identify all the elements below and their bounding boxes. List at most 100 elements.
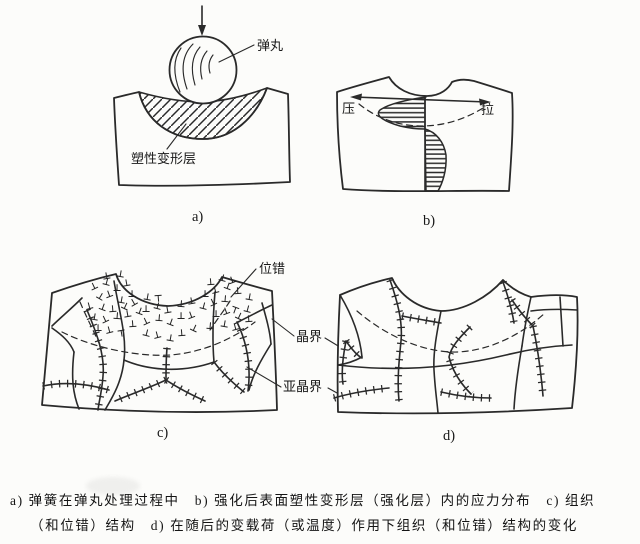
dislocation-mark: ⊥ [233, 310, 246, 324]
dislocation-mark: ⊥ [94, 323, 103, 334]
substrate-block-c [41, 273, 278, 413]
subgrain-boundaries-d [332, 278, 547, 402]
dislocation-mark: ⊥ [233, 286, 243, 298]
diagram-canvas: 弹丸 塑性变形层 a) 压 拉 b) [41, 5, 579, 444]
dislocation-mark: ⊥ [119, 300, 132, 314]
panel-a-tag: a) [192, 209, 203, 225]
dislocation-mark: ⊥ [207, 296, 220, 310]
panel-d: d) [332, 277, 579, 444]
panel-b: 压 拉 b) [336, 76, 514, 229]
dislocation-mark: ⊥ [99, 313, 112, 327]
figure-caption: a) 弹簧在弹丸处理过程中 b) 强化后表面塑性变形层（强化层）内的应力分布 c… [10, 488, 640, 538]
watermark-smudge [86, 477, 140, 495]
caption-line-1: a) 弹簧在弹丸处理过程中 b) 强化后表面塑性变形层（强化层）内的应力分布 c… [10, 493, 596, 508]
dislocation-mark: ⊥ [212, 309, 221, 320]
dislocation-mark: ⊥ [226, 274, 238, 287]
boundary-tick-marks [163, 376, 207, 405]
dislocation-mark: ⊥ [84, 300, 95, 313]
plastic-layer-label: 塑性变形层 [131, 151, 196, 166]
dislocation-mark: ⊥ [142, 304, 151, 315]
dislocation-mark: ⊥ [222, 280, 234, 293]
grain-boundaries-d [337, 294, 578, 414]
dislocation-mark: ⊥ [176, 299, 186, 311]
tension-label: 拉 [481, 102, 494, 117]
boundary-tick-marks [162, 347, 171, 381]
dislocation-mark: ⊥ [162, 304, 172, 316]
dislocation-mark: ⊥ [134, 305, 146, 318]
shot-ball-shading [174, 43, 214, 93]
dislocation-mark: ⊥ [116, 326, 126, 338]
panel-b-tag: b) [423, 213, 435, 229]
shot-label: 弹丸 [257, 38, 283, 53]
dislocation-mark: ⊥ [219, 318, 229, 330]
impact-arrow-icon [198, 5, 206, 36]
plastic-deformation-layer [138, 87, 268, 140]
grain-boundaries-c [51, 280, 273, 411]
grain-boundary-leader-left [271, 318, 295, 337]
shot-leader-line [218, 44, 255, 63]
plastic-layer-leader-line [166, 123, 187, 150]
dislocation-mark: ⊥ [140, 315, 153, 329]
dislocation-mark: ⊥ [101, 270, 111, 282]
dislocation-mark: ⊥ [101, 276, 112, 289]
dislocation-mark: ⊥ [152, 329, 163, 342]
panel-d-tag: d) [443, 428, 455, 444]
deformation-zone-dashed-arc-d [356, 310, 546, 353]
compression-label: 压 [342, 101, 355, 116]
dislocation-mark: ⊥ [210, 284, 221, 297]
dislocation-mark: ⊥ [244, 314, 254, 326]
tensile-stress-lobe [424, 128, 447, 192]
subgrain-boundaries-c [42, 308, 253, 411]
dislocation-mark: ⊥ [165, 332, 175, 344]
caption-line-2: （和位错）结构 d) 在随后的变载荷（或温度）作用下组织（和位错）结构的变化 [30, 518, 578, 533]
dislocation-mark: ⊥ [121, 277, 131, 289]
dislocation-mark: ⊥ [220, 294, 230, 306]
dislocation-mark: ⊥ [201, 289, 210, 300]
dislocation-mark: ⊥ [112, 311, 122, 323]
dislocation-mark: ⊥ [217, 272, 228, 285]
dislocation-leader-line [230, 268, 257, 298]
dislocation-label: 位错 [259, 261, 285, 276]
dislocation-mark: ⊥ [88, 280, 101, 294]
subgrain-boundary-leader-left [246, 366, 282, 388]
dislocation-mark: ⊥ [165, 316, 177, 329]
dislocation-mark: ⊥ [185, 309, 197, 322]
dislocation-mark: ⊥ [103, 288, 115, 301]
compressive-stress-lobe [377, 96, 427, 130]
dislocation-mark: ⊥ [220, 305, 232, 318]
subgrain-boundary-label: 亚晶界 [283, 379, 322, 394]
dislocation-mark: ⊥ [230, 321, 241, 334]
dislocation-mark: ⊥ [113, 283, 122, 294]
panel-c-tag: c) [157, 425, 168, 441]
boundary-tick-marks [233, 320, 253, 392]
dislocation-mark: ⊥ [122, 308, 132, 320]
dislocation-mark: ⊥ [153, 292, 163, 304]
dislocation-mark: ⊥ [108, 304, 118, 316]
panel-c: ⊥⊥⊥⊥⊥⊥⊥⊥⊥⊥⊥⊥⊥⊥⊥⊥⊥⊥⊥⊥⊥⊥⊥⊥⊥⊥⊥⊥⊥⊥⊥⊥⊥⊥⊥⊥⊥⊥⊥⊥… [41, 261, 359, 441]
dislocation-mark: ⊥ [186, 295, 196, 307]
dislocation-mark: ⊥ [154, 313, 164, 325]
dislocation-mark: ⊥ [142, 291, 152, 303]
dislocation-mark: ⊥ [115, 268, 125, 280]
dislocation-mark: ⊥ [198, 300, 209, 313]
dislocation-mark: ⊥ [242, 303, 253, 316]
grain-boundary-label: 晶界 [296, 329, 322, 344]
boundary-tick-marks [386, 278, 406, 402]
dislocation-mark: ⊥ [188, 322, 201, 336]
dislocation-mark: ⊥ [244, 291, 254, 303]
dislocation-mark: ⊥ [205, 321, 215, 333]
dislocation-mark: ⊥ [141, 327, 152, 340]
dislocation-mark: ⊥ [177, 311, 186, 322]
dislocation-mark: ⊥ [128, 289, 137, 300]
panel-a: 弹丸 塑性变形层 a) [113, 5, 291, 225]
dislocation-mark: ⊥ [128, 319, 138, 331]
dislocation-mark: ⊥ [177, 328, 187, 340]
dislocation-mark: ⊥ [97, 301, 109, 314]
dislocation-mark: ⊥ [152, 300, 163, 313]
dislocation-mark: ⊥ [229, 303, 241, 316]
dislocation-mark: ⊥ [89, 311, 99, 323]
dislocation-mark: ⊥ [104, 324, 115, 337]
dislocation-mark: ⊥ [116, 294, 126, 306]
shot-ball [168, 35, 238, 105]
